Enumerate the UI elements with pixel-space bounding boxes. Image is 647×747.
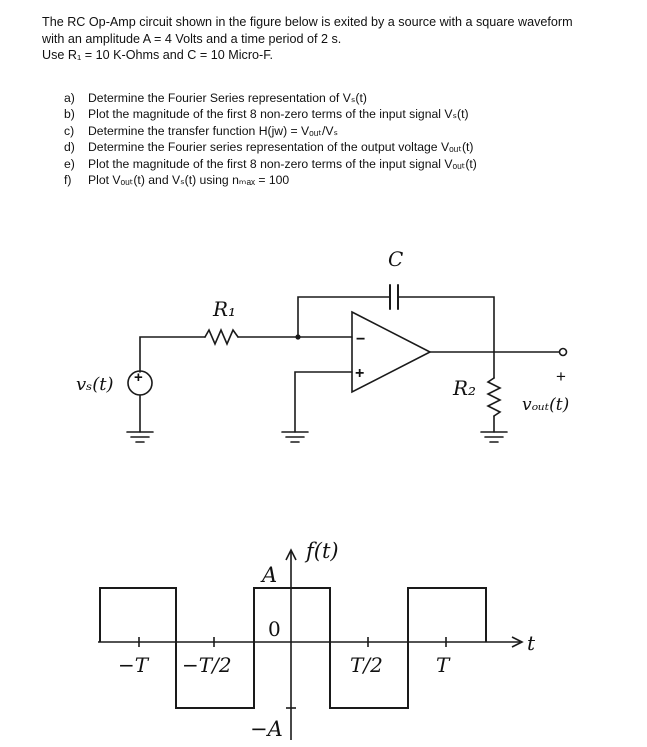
task-text: Determine the Fourier series representat…: [88, 140, 474, 155]
output-label: vₒᵤₜ(t): [522, 395, 569, 415]
r1-to-junction-wire: [237, 296, 391, 338]
intro-line-1: The RC Op-Amp circuit shown in the figur…: [42, 15, 573, 29]
junction-dot: [295, 334, 301, 340]
task-item: e) Plot the magnitude of the first 8 non-…: [64, 156, 624, 172]
tick-label-neg-t: −T: [118, 653, 150, 677]
noninverting-wire: [294, 371, 353, 433]
task-text: Plot the magnitude of the first 8 non-ze…: [88, 107, 469, 122]
task-text: Determine the Fourier Series representat…: [88, 91, 367, 105]
tick-label-pos-half-t: T/2: [350, 653, 383, 677]
amp-neg-label: −A: [250, 717, 283, 741]
resistor-r1-icon: [204, 327, 239, 347]
ground-icon: [281, 431, 309, 443]
zero-label: 0: [268, 617, 281, 641]
output-plus-sign: +: [556, 367, 566, 386]
capacitor-c-icon: [389, 284, 399, 310]
function-label: f(t): [304, 539, 339, 563]
task-item: a) Determine the Fourier Series represent…: [64, 90, 624, 106]
noninverting-sign: +: [355, 365, 364, 382]
task-label: c): [64, 123, 75, 138]
circuit-diagram: [126, 284, 568, 443]
task-label: e): [64, 156, 75, 171]
c-label: C: [388, 247, 403, 271]
task-item: c) Determine the transfer function H(jw) …: [64, 123, 624, 139]
ground-icon: [126, 431, 154, 443]
tick-label-neg-half-t: −T/2: [182, 653, 232, 677]
task-label: b): [64, 107, 75, 122]
time-axis-arrow-icon: [511, 636, 524, 648]
task-text: Determine the transfer function H(jw) = …: [88, 123, 339, 138]
task-item: d) Determine the Fourier series represent…: [64, 139, 624, 155]
intro-line-2: with an amplitude A = 4 Volts and a time…: [42, 31, 342, 46]
output-terminal-icon: [558, 347, 568, 357]
task-item: b) Plot the magnitude of the first 8 non-…: [64, 106, 624, 122]
waveform-plot: [98, 548, 524, 740]
inverting-sign: −: [356, 331, 365, 348]
r1-label: R₁: [212, 297, 236, 321]
resistor-r2-icon: [486, 377, 502, 417]
task-label: a): [64, 91, 75, 105]
task-text: Plot Vₒᵤₜ(t) and Vₛ(t) using nₘₐₓ = 100: [88, 173, 290, 188]
time-axis-label: t: [527, 631, 536, 655]
task-label: d): [64, 140, 75, 155]
task-list: a) Determine the Fourier Series represent…: [64, 90, 624, 188]
source-plus-sign: +: [134, 369, 143, 386]
tick-label-pos-t: T: [436, 653, 451, 677]
source-top-wire: [139, 336, 206, 373]
problem-statement: The RC Op-Amp circuit shown in the figur…: [42, 14, 642, 64]
task-text: Plot the magnitude of the first 8 non-ze…: [88, 156, 477, 171]
op-amp-icon: [351, 310, 432, 394]
ground-icon: [480, 431, 508, 443]
waveform-labels: f(t) A 0 −A −T −T/2 T/2 T t: [118, 539, 536, 741]
task-label: f): [64, 173, 72, 188]
square-wave: [99, 587, 487, 709]
amplitude-axis-arrow-icon: [285, 548, 297, 561]
r2-label: R₂: [452, 376, 476, 400]
source-label: vₛ(t): [76, 374, 114, 395]
intro-line-3: Use R₁ = 10 K-Ohms and C = 10 Micro-F.: [42, 48, 274, 62]
circuit-labels: R₁ C R₂ vₛ(t) + − + + vₒᵤₜ(t): [76, 247, 569, 415]
task-item: f) Plot Vₒᵤₜ(t) and Vₛ(t) using nₘₐₓ = 10…: [64, 172, 624, 188]
amp-pos-label: A: [260, 563, 277, 587]
feedback-wire: [397, 296, 495, 353]
